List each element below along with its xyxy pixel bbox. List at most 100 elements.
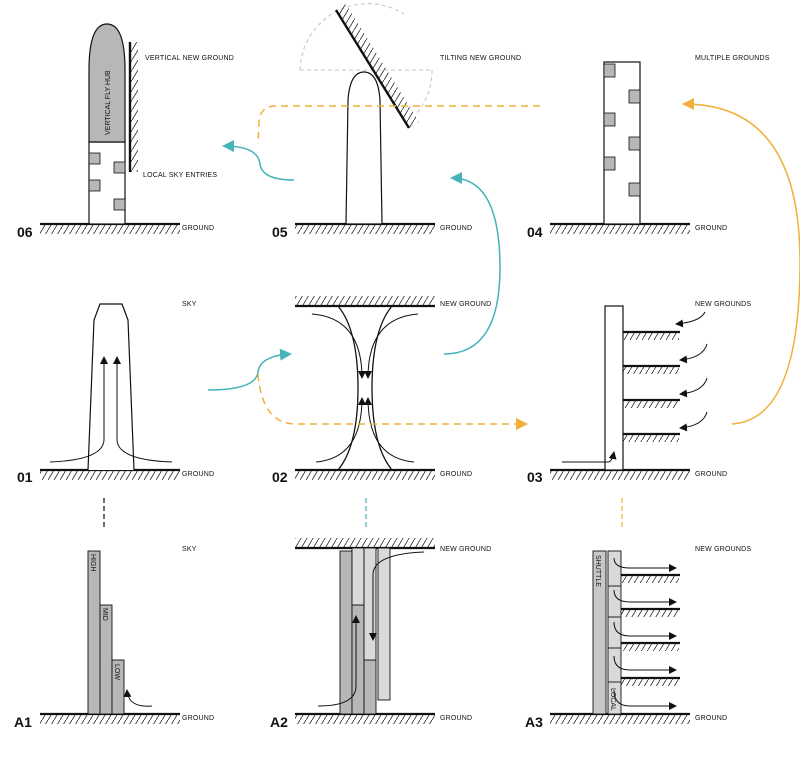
- floor-hatch: [623, 332, 679, 340]
- flow-bottom-left: [315, 397, 366, 463]
- label-new-grounds: NEW GROUNDS: [695, 546, 751, 553]
- tower-right-edge: [371, 305, 393, 471]
- label-new-grounds: NEW GROUNDS: [695, 301, 751, 308]
- tower-body: [87, 303, 135, 471]
- flow-bottom-right: [364, 397, 415, 463]
- ground-hatch: [295, 224, 435, 234]
- flow-arrow: [679, 377, 708, 398]
- mid-label: MID: [101, 608, 108, 621]
- ground-hatch: [40, 714, 180, 724]
- label-multiple-grounds: MULTIPLE GROUNDS: [695, 55, 770, 62]
- panel-number: 04: [527, 224, 543, 240]
- shuttle-core: [592, 550, 607, 715]
- ground-hatch: [40, 224, 180, 234]
- sky-entry: [113, 161, 126, 174]
- ground-label: GROUND: [440, 715, 472, 722]
- shuttle-label: SHUTTLE: [594, 555, 601, 587]
- ground-hatch: [40, 470, 180, 480]
- floor-hatch: [623, 400, 679, 408]
- label-new-ground: NEW GROUND: [440, 546, 491, 553]
- panel-03: 03 GROUND NEW GROUNDS: [527, 301, 751, 485]
- panel-02: 02 GROUND NEW GROUND: [272, 296, 491, 485]
- local-core: [607, 550, 622, 715]
- tilting-new-ground: [334, 9, 411, 129]
- panel-number: 01: [17, 469, 33, 485]
- orange-arrow-03-to-04: [682, 98, 800, 425]
- ground-module: [603, 156, 616, 171]
- flow-arrow: [675, 311, 706, 328]
- ground-label: GROUND: [182, 225, 214, 232]
- flow-arrow: [679, 411, 708, 432]
- panel-number: 03: [527, 469, 543, 485]
- ground-hatch: [295, 714, 435, 724]
- flow-arrow: [613, 589, 677, 606]
- tower-body: [604, 305, 624, 471]
- high-zone: [87, 550, 101, 715]
- panel-number: A2: [270, 714, 288, 730]
- flow-up: [317, 615, 360, 707]
- tower-left-edge: [337, 305, 359, 471]
- teal-arrow-01-to-02: [207, 348, 292, 391]
- panel-06: 06 GROUND VERTICAL FLY HUB VERTICAL NEW …: [17, 23, 234, 240]
- ground-module: [628, 182, 641, 197]
- column-right: [377, 547, 391, 701]
- teal-arrow-02-to-05: [443, 172, 501, 355]
- ground-label: GROUND: [695, 471, 727, 478]
- panel-a2: A2 GROUND NEW GROUND: [270, 538, 491, 730]
- vertical-ground-hatch: [130, 42, 138, 172]
- panel-number: 06: [17, 224, 33, 240]
- panel-number: A3: [525, 714, 543, 730]
- flow-arrow: [613, 557, 677, 572]
- ground-hatch: [295, 470, 435, 480]
- flow-down: [369, 551, 425, 641]
- column-top-mid: [363, 547, 377, 661]
- ground-label: GROUND: [440, 471, 472, 478]
- panel-number: 02: [272, 469, 288, 485]
- panel-a3: A3 GROUND SHUTTLE LOCAL NEW GROUNDS: [525, 546, 751, 730]
- label-tilting-new-ground: TILTING NEW GROUND: [440, 55, 521, 62]
- orange-dashed-01-to-03: [257, 373, 528, 430]
- sky-entry: [88, 179, 101, 192]
- floor-hatch: [623, 434, 679, 442]
- new-ground-hatch: [295, 296, 435, 306]
- floor-hatch: [621, 678, 679, 686]
- low-zone: [111, 659, 125, 715]
- column-low-block-2: [363, 659, 377, 715]
- floor-hatch: [623, 366, 679, 374]
- flow-arrow: [123, 689, 153, 707]
- ground-label: GROUND: [695, 715, 727, 722]
- panel-number: 05: [272, 224, 288, 240]
- panel-04: 04 GROUND MULTIPLE GROUNDS: [527, 55, 770, 240]
- label-sky: SKY: [182, 546, 197, 553]
- flow-arrow: [613, 655, 677, 674]
- low-label: LOW: [113, 664, 120, 680]
- sky-entry: [88, 152, 101, 165]
- column-top: [351, 547, 365, 606]
- vertical-fly-hub: [88, 23, 126, 143]
- panel-a1: A1 GROUND HIGH MID LOW SKY: [14, 546, 214, 730]
- new-ground-hatch: [295, 538, 435, 548]
- sky-entry: [113, 198, 126, 211]
- flow-arrow: [613, 621, 677, 640]
- flow-top-left: [311, 313, 366, 379]
- flow-arrow-up: [49, 356, 108, 463]
- panel-number: A1: [14, 714, 32, 730]
- ground-label: GROUND: [695, 225, 727, 232]
- fly-hub-label: VERTICAL FLY HUB: [105, 70, 112, 135]
- ground-label: GROUND: [182, 471, 214, 478]
- floor-hatch: [621, 609, 679, 617]
- teal-arrow-05-to-06: [222, 140, 295, 181]
- flow-arrow: [679, 343, 708, 364]
- label-vertical-new-ground: VERTICAL NEW GROUND: [145, 55, 234, 62]
- flow-top-right: [364, 313, 419, 379]
- column-left: [339, 550, 353, 715]
- local-label: LOCAL: [609, 688, 616, 711]
- label-sky: SKY: [182, 301, 197, 308]
- floor-hatch: [621, 643, 679, 651]
- column-low-block: [351, 604, 365, 715]
- panel-01: 01 GROUND SKY: [17, 301, 214, 485]
- ground-label: GROUND: [182, 715, 214, 722]
- panel-05: 05 GROUND TILTING NEW GROUND: [272, 3, 521, 240]
- tower-body: [345, 71, 383, 225]
- ground-hatch: [550, 714, 690, 724]
